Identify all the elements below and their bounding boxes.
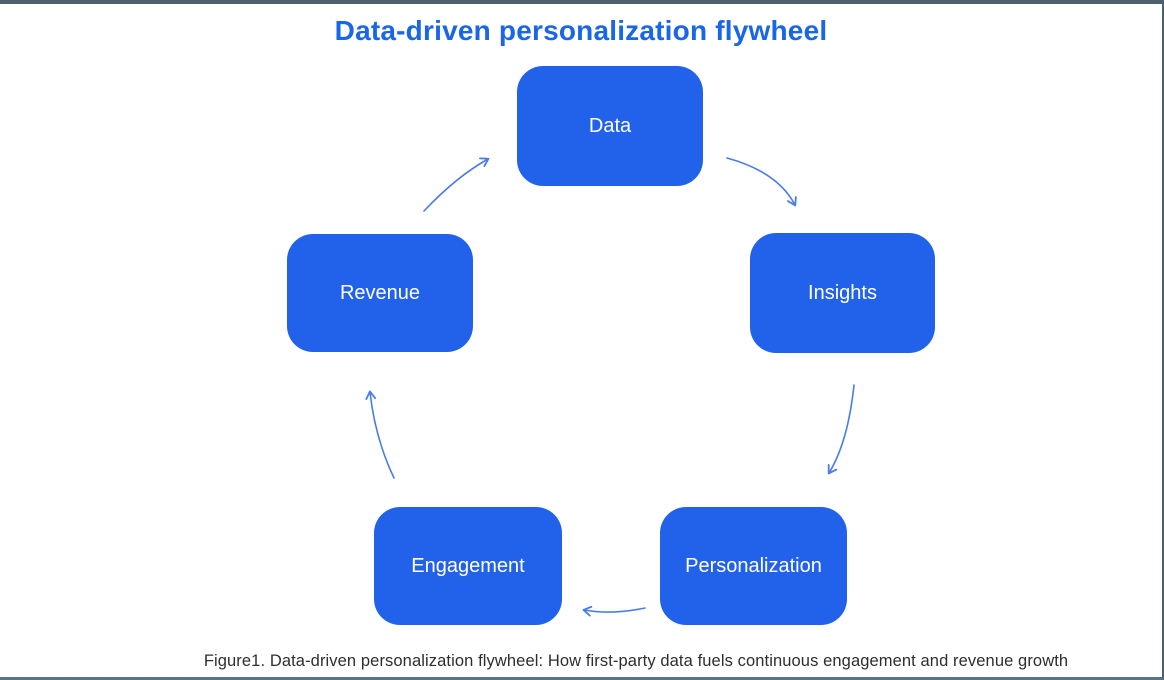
node-insights: Insights [750,233,935,353]
diagram-title: Data-driven personalization flywheel [334,15,828,46]
node-data: Data [517,66,703,186]
arrow-revenue-to-data [423,157,490,212]
node-personalization: Personalization [660,507,847,625]
arrow-data-to-insights [726,157,797,207]
node-engagement-label: Engagement [411,554,525,577]
node-data-label: Data [588,114,632,137]
arrow-personalization-to-engagement [582,605,646,617]
figure-caption: Figure1. Data-driven personalization fly… [203,652,1069,670]
node-revenue: Revenue [287,234,473,352]
node-revenue-label: Revenue [339,281,421,304]
node-insights-label: Insights [808,281,877,304]
node-engagement: Engagement [374,507,562,625]
arrow-insights-to-personalization [827,384,855,475]
node-personalization-label: Personalization [685,554,822,577]
arrow-engagement-to-revenue [365,390,395,479]
